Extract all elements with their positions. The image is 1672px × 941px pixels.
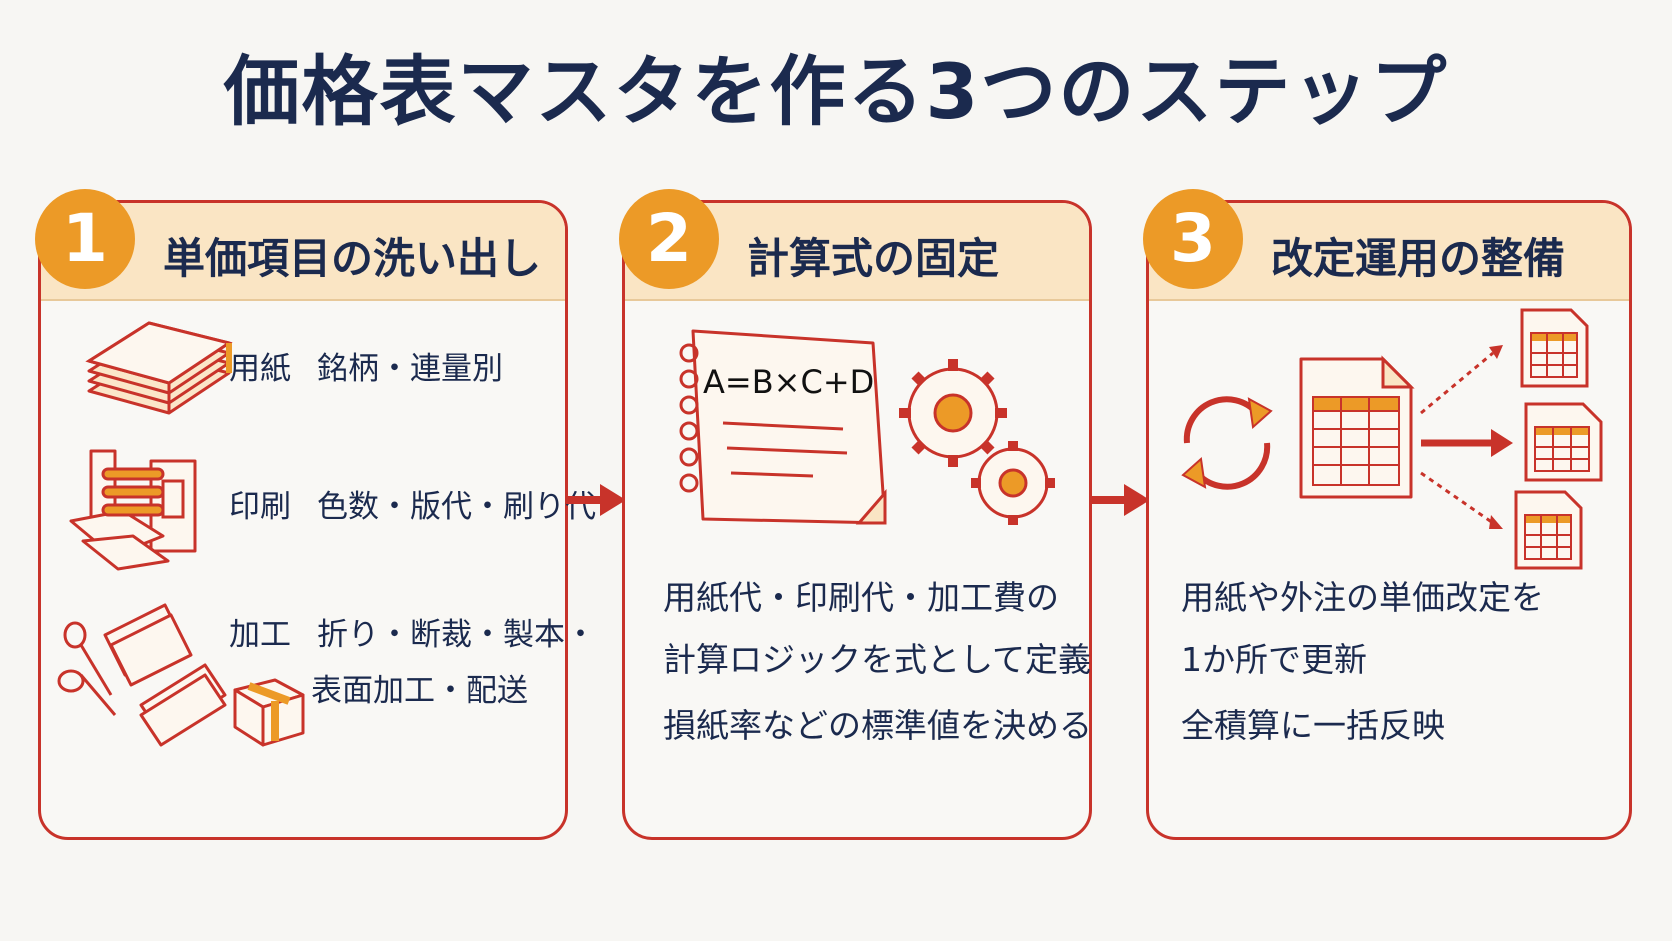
step-3-line-1: 用紙や外注の単価改定を (1181, 578, 1544, 617)
step-2-line-3: 損紙率などの標準値を決める (663, 706, 1092, 745)
formula-text: A=B×C+D (703, 363, 875, 401)
step-3-title: 改定運用の整備 (1271, 234, 1566, 283)
finishing-row-cont: 表面加工・配送 (311, 673, 528, 709)
finishing-tools-icon (57, 603, 305, 747)
paper-row: 用紙銘柄・連量別 (229, 343, 503, 388)
step-2-title: 計算式の固定 (747, 234, 1000, 283)
output-spreadsheet-icon (1520, 308, 1589, 388)
fan-out-arrows-icon (1420, 345, 1513, 529)
refresh-cycle-icon (1181, 396, 1273, 490)
arrow-right-icon (1090, 484, 1150, 516)
step-1-number-badge: 1 (35, 189, 135, 289)
step-1-title: 単価項目の洗い出し (163, 234, 542, 283)
printing-row: 印刷色数・版代・刷り代 (229, 481, 596, 526)
output-spreadsheet-icon (1514, 490, 1583, 570)
notebook-icon (679, 329, 887, 525)
step-3-line-2: 1か所で更新 (1181, 640, 1367, 679)
printing-press-icon (69, 449, 197, 571)
finishing-row: 加工折り・断裁・製本・ (229, 609, 596, 654)
step-2-line-2: 計算ロジックを式として定義 (663, 640, 1092, 679)
arrow-right-icon (566, 484, 626, 516)
step-3-number-badge: 3 (1143, 189, 1243, 289)
page-title: 価格表マスタを作る3つのステップ (223, 47, 1449, 136)
spreadsheet-icon (1299, 355, 1415, 499)
paper-key: 用紙 (229, 351, 291, 387)
gear-icon (899, 359, 1055, 525)
printing-key: 印刷 (229, 489, 291, 525)
paper-value: 銘柄・連量別 (317, 351, 503, 387)
step-3-line-3: 全積算に一括反映 (1181, 706, 1445, 745)
step-card-3: 3 改定運用の整備 (1143, 189, 1632, 840)
printing-value: 色数・版代・刷り代 (317, 489, 596, 525)
step-card-2: 2 計算式の固定 A=B×C+D (619, 189, 1092, 840)
step-card-1: 1 単価項目の洗い出し 用紙銘柄・連量別 印刷色数・版代・刷り代 (35, 189, 596, 840)
paper-stack-icon (85, 321, 233, 415)
output-spreadsheet-icon (1524, 402, 1603, 482)
step-2-line-1: 用紙代・印刷代・加工費の (663, 578, 1059, 617)
finishing-key: 加工 (229, 617, 291, 653)
finishing-value: 折り・断裁・製本・ (317, 617, 596, 653)
step-2-number-badge: 2 (619, 189, 719, 289)
